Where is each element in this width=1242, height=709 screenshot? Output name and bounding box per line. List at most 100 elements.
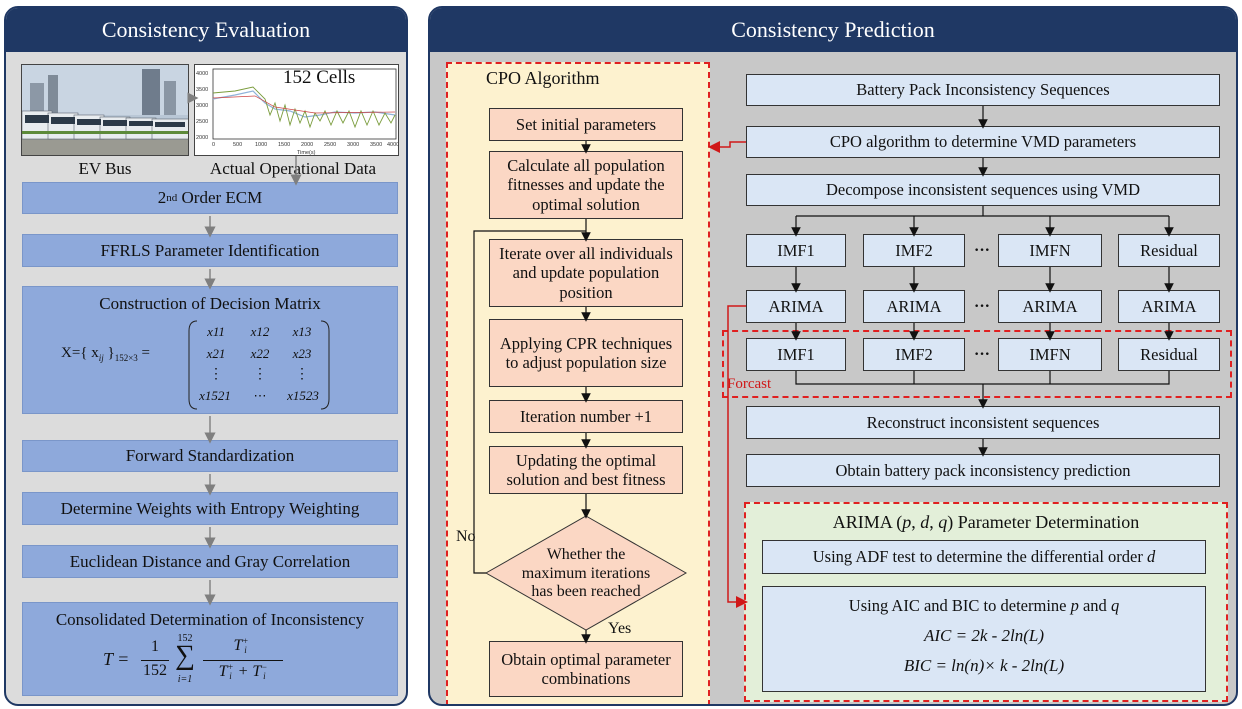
- cpo-decision-text: Whether the maximum iterations has been …: [521, 545, 651, 601]
- chart-ytick-3500: 3500: [196, 87, 208, 93]
- pipeline-reconstruct: Reconstruct inconsistent sequences: [746, 406, 1220, 439]
- aic-bic-heading: Using AIC and BIC to determine p and q: [763, 595, 1205, 617]
- forecast-box-residual: Residual: [1118, 338, 1220, 371]
- aic-bic-q: q: [1110, 596, 1120, 615]
- forecast-box-imf1: IMF1: [746, 338, 846, 371]
- pipeline-inconsistency-sequences: Battery Pack Inconsistency Sequences: [746, 74, 1220, 106]
- forecast-zone: [722, 330, 1232, 398]
- cpo-yes-label: Yes: [608, 620, 632, 637]
- matrix-cell-x11: x11: [207, 324, 225, 339]
- matrix-lhs-text: X={ x: [61, 345, 99, 361]
- decision-matrix-title: Construction of Decision Matrix: [99, 294, 321, 313]
- aic-bic-text: Using AIC and BIC to determine: [848, 596, 1071, 615]
- formula-fraction-numerator: 1: [151, 638, 159, 655]
- arima-ellipsis: ···: [973, 297, 990, 315]
- aic-bic-and: and: [1078, 596, 1111, 615]
- consistency-evaluation-panel: Consistency Evaluation: [4, 6, 408, 706]
- pipeline-decompose-vmd: Decompose inconsistent sequences using V…: [746, 174, 1220, 206]
- arima-title-suffix: ) Parameter Determination: [947, 511, 1140, 532]
- matrix-lhs-close: }: [103, 345, 115, 361]
- arima-title-prefix: ARIMA (: [832, 511, 903, 532]
- matrix-dimension: 152×3: [114, 353, 138, 363]
- chart-xtick-2500: 2500: [324, 142, 336, 148]
- matrix-cell-x22: x22: [250, 346, 270, 361]
- adf-text: Using ADF test to determine the differen…: [812, 547, 1147, 566]
- chart-title-152-cells: 152 Cells: [283, 67, 356, 88]
- cpo-step-calculate-fitness: Calculate all population fitnesses and u…: [489, 151, 683, 219]
- step-ffrls-identification: FFRLS Parameter Identification: [22, 234, 398, 267]
- arima-title-d: d: [920, 511, 930, 532]
- matrix-cell-x21: x21: [206, 346, 226, 361]
- chart-xtick-2000: 2000: [301, 142, 313, 148]
- formula-term-bar: [203, 660, 283, 661]
- ev-bus-image: [21, 64, 189, 156]
- chart-xtick-3000: 3000: [347, 142, 359, 148]
- cpo-step-set-initial: Set initial parameters: [489, 108, 683, 141]
- arima-box-n: ARIMA: [998, 290, 1102, 323]
- cpo-step-obtain-optimal: Obtain optimal parameter combinations: [489, 641, 683, 697]
- arima-aic-bic-box: Using AIC and BIC to determine p and q A…: [762, 586, 1206, 692]
- cell-voltage-plot: 4000 3500 3000 2500 2000 0 500 1000 1500…: [196, 68, 399, 156]
- term-den-sup2: −: [261, 662, 268, 672]
- formula-sum-lower: i=1: [177, 673, 193, 685]
- arima-title-p: p: [902, 511, 912, 532]
- arima-box-1: ARIMA: [746, 290, 846, 323]
- formula-sum-upper: 152: [177, 632, 193, 644]
- cpo-step-update-best: Updating the optimal solution and best f…: [489, 446, 683, 494]
- arima-title-sep1: ,: [911, 511, 921, 532]
- chart-xtick-1000: 1000: [255, 142, 267, 148]
- formula-term-denominator: T+i + T−i: [195, 661, 291, 683]
- term-num-t: T: [233, 637, 243, 654]
- step-entropy-weighting: Determine Weights with Entropy Weighting: [22, 492, 398, 525]
- prediction-flow-connectors: [473, 106, 1174, 644]
- arima-title-sep2: ,: [929, 511, 939, 532]
- formula-fraction-denominator: 152: [143, 662, 167, 679]
- forecast-ellipsis: ···: [973, 345, 990, 363]
- forecast-label: Forcast: [727, 376, 772, 392]
- term-den-plus-t: + T: [233, 663, 262, 680]
- ev-bus-caption: EV Bus: [78, 159, 132, 178]
- matrix-cell-vdots-2: ⋮: [253, 366, 267, 382]
- formula-fraction-bar: [141, 660, 169, 661]
- term-den-sup1: +: [227, 662, 234, 672]
- adf-variable-d: d: [1146, 547, 1156, 566]
- term-num-sup: +: [242, 636, 249, 646]
- term-den-sub2: i: [263, 671, 266, 681]
- evaluation-panel-title: Consistency Evaluation: [6, 8, 406, 52]
- term-num-sub: i: [244, 645, 247, 655]
- matrix-cell-vdots-1: ⋮: [209, 366, 223, 382]
- arima-adf-box: Using ADF test to determine the differen…: [762, 540, 1206, 574]
- arima-box-2: ARIMA: [863, 290, 965, 323]
- prediction-panel-title: Consistency Prediction: [430, 8, 1236, 52]
- aic-bic-p: p: [1070, 596, 1079, 615]
- arima-zone-title: ARIMA (p, d, q) Parameter Determination: [744, 510, 1228, 534]
- chart-xlabel: Time(s): [297, 150, 316, 156]
- forecast-box-imf2: IMF2: [863, 338, 965, 371]
- operational-data-caption: Actual Operational Data: [209, 159, 377, 178]
- matrix-cell-x1521: x1521: [199, 388, 231, 403]
- step-forward-standardization: Forward Standardization: [22, 440, 398, 472]
- chart-ytick-2500: 2500: [196, 119, 208, 125]
- arima-title-q: q: [938, 511, 948, 532]
- formula-t-lhs: T =: [103, 649, 130, 669]
- chart-ytick-2000: 2000: [196, 135, 208, 141]
- cpo-title: CPO Algorithm: [486, 68, 600, 88]
- chart-ytick-3000: 3000: [196, 103, 208, 109]
- term-den-sub1: i: [229, 671, 232, 681]
- aic-formula: AIC = 2k - 2ln(L): [923, 626, 1045, 645]
- chart-xtick-4000: 4000: [387, 142, 399, 148]
- matrix-cell-x1523: x1523: [287, 388, 319, 403]
- formula-term-numerator: T+i: [201, 635, 281, 657]
- chart-xtick-500: 500: [233, 142, 242, 148]
- matrix-lhs-subscript: ij: [98, 353, 104, 363]
- matrix-cell-x23: x23: [292, 346, 312, 361]
- term-den-t1: T: [218, 663, 228, 680]
- cpo-step-iterate-individuals: Iterate over all individuals and update …: [489, 239, 683, 307]
- matrix-cell-x13: x13: [292, 324, 312, 339]
- step-consolidated-determination: Consolidated Determination of Inconsiste…: [22, 602, 398, 696]
- formula-sigma: ∑: [175, 640, 195, 671]
- ecm-order-number: 2: [157, 188, 167, 207]
- matrix-lhs: X={ xij }152×3 =: [61, 345, 151, 363]
- operational-data-chart: 4000 3500 3000 2500 2000 0 500 1000 1500…: [194, 64, 399, 156]
- matrix-brackets: [188, 320, 330, 410]
